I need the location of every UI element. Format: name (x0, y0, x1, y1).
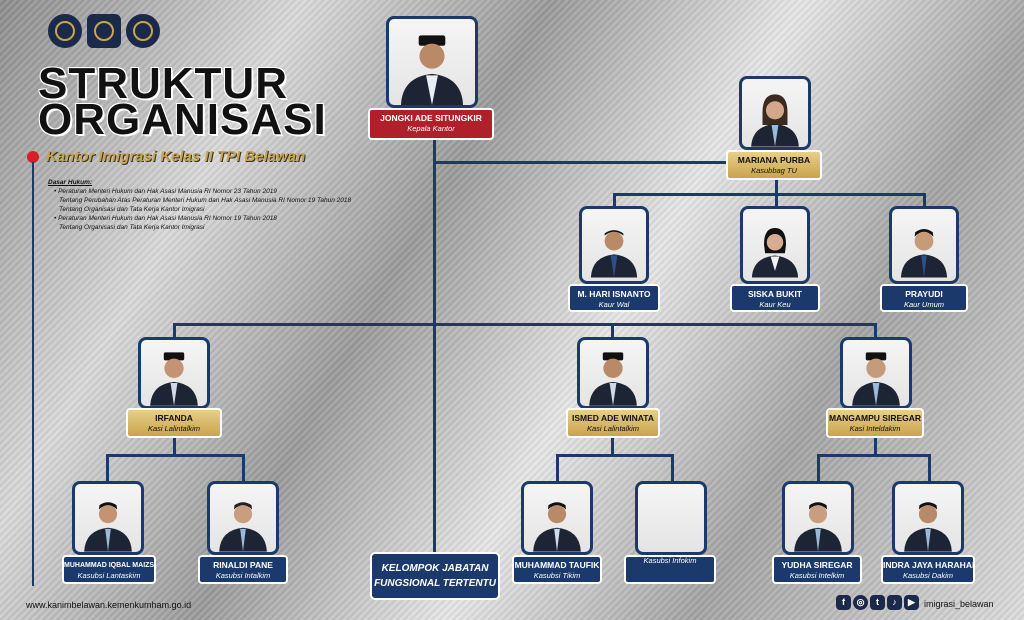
kepala-label: JONGKI ADE SITUNGKIR Kepala Kantor (368, 108, 494, 140)
portrait-avatar (138, 337, 210, 409)
person-name: PRAYUDI (905, 289, 943, 299)
office-subtitle: Kantor Imigrasi Kelas II TPI Belawan (46, 148, 306, 165)
person-role: Kasi Inteldakim (849, 424, 901, 433)
kasubsi-label: Kasubsi Infokim (624, 555, 716, 584)
legal-line: Tentang Organisasi dan Tata Kerja Kantor… (59, 206, 205, 213)
person-name: MUHAMMAD TAUFIK (514, 560, 600, 570)
person-role: Kasubsi Intalkim (215, 571, 271, 580)
decor-line (32, 162, 34, 586)
person-role: Kasi Lalintalkim (586, 424, 640, 433)
portrait-avatar (889, 206, 959, 284)
person-silhouette-icon (852, 352, 900, 406)
website-url[interactable]: www.kanimbelawan.kemenkumham.go.id (26, 600, 192, 610)
person-role: Kasubsi Tikim (533, 571, 581, 580)
person-silhouette-icon (533, 501, 581, 552)
portrait-avatar (72, 481, 144, 555)
kasubsi-label: RINALDI PANE Kasubsi Intalkim (198, 555, 288, 584)
person-role: Kaur Keu (759, 300, 791, 309)
legal-line: Tentang Organisasi dan Tata Kerja Kantor… (59, 224, 205, 231)
pengayoman-logo-icon (126, 14, 160, 48)
legal-line: • Peraturan Menteri Hukum dan Hak Asasi … (54, 188, 277, 195)
portrait-avatar (892, 481, 964, 555)
kaur-keu-label: SISKA BUKIT Kaur Keu (730, 284, 820, 312)
kasubsi-label: YUDHA SIREGAR Kasubsi Intelkim (772, 555, 862, 584)
portrait-avatar (577, 337, 649, 409)
person-name: SISKA BUKIT (748, 289, 802, 299)
person-name: ISMED ADE WINATA (571, 413, 654, 423)
legal-basis: Dasar Hukum: • Peraturan Menteri Hukum d… (48, 178, 408, 232)
fungsional-group-box: KELOMPOK JABATAN FUNGSIONAL TERTENTU (370, 552, 500, 600)
person-name: INDRA JAYA HARAHAP (883, 560, 975, 570)
person-name: MUHAMMAD IQBAL MAIZS (64, 562, 155, 569)
legal-line: Tentang Perubahan Atas Peraturan Menteri… (59, 197, 352, 204)
kemenkumham-logo-icon (48, 14, 82, 48)
person-role: Kaur Umum (903, 300, 944, 309)
portrait-avatar (521, 481, 593, 555)
person-name: M. HARI ISNANTO (577, 289, 651, 299)
person-silhouette-icon (219, 501, 267, 552)
kasubbag-label: MARIANA PURBA Kasubbag TU (726, 150, 822, 180)
fungsional-line2: FUNGSIONAL TERTENTU (374, 578, 496, 589)
person-name: IRFANDA (155, 413, 193, 423)
person-silhouette-icon (904, 501, 952, 552)
youtube-icon[interactable]: ▶ (904, 595, 919, 610)
person-silhouette-icon (794, 501, 842, 552)
imigrasi-logo-icon (87, 14, 121, 48)
person-role: Kasubsi Intelkim (789, 571, 845, 580)
portrait-avatar (782, 481, 854, 555)
person-name: YUDHA SIREGAR (781, 560, 853, 570)
portrait-avatar (579, 206, 649, 284)
page-title-line1: STRUKTUR (38, 59, 288, 108)
tiktok-icon[interactable]: ♪ (887, 595, 902, 610)
person-role: Kasubsi Infokim (643, 556, 697, 565)
person-role: Kasubbag TU (751, 166, 797, 175)
kasubsi-label: MUHAMMAD IQBAL MAIZS Kasubsi Lantaskim (62, 555, 156, 584)
person-name: JONGKI ADE SITUNGKIR (380, 113, 482, 123)
portrait-avatar (207, 481, 279, 555)
bullet-dot-icon (27, 151, 39, 163)
portrait-avatar (739, 76, 811, 150)
person-silhouette-icon (751, 93, 799, 147)
person-role: Kaur Wal (598, 300, 630, 309)
person-silhouette-icon (84, 501, 132, 552)
social-handle[interactable]: imigrasi_belawan (924, 599, 994, 609)
legal-line: • Peraturan Menteri Hukum dan Hak Asasi … (54, 215, 277, 222)
kasubsi-label: INDRA JAYA HARAHAP Kasubsi Dakim (881, 555, 975, 584)
kasi-label: ISMED ADE WINATA Kasi Lalintalkim (566, 408, 660, 438)
kasi-label: MANGAMPU SIREGAR Kasi Inteldakim (826, 408, 924, 438)
facebook-icon[interactable]: f (836, 595, 851, 610)
person-name: MARIANA PURBA (737, 155, 811, 165)
person-name: MANGAMPU SIREGAR (828, 413, 922, 423)
kaur-umum-label: PRAYUDI Kaur Umum (880, 284, 968, 312)
person-role: Kasubsi Dakim (902, 571, 954, 580)
portrait-avatar (386, 16, 478, 108)
kasubsi-label: MUHAMMAD TAUFIK Kasubsi Tikim (512, 555, 602, 584)
kaur-wal-label: M. HARI ISNANTO Kaur Wal (568, 284, 660, 312)
portrait-avatar-empty (635, 481, 707, 555)
person-role: Kepala Kantor (407, 124, 455, 133)
person-silhouette-icon (400, 35, 464, 105)
fungsional-line1: KELOMPOK JABATAN (381, 563, 489, 574)
twitter-icon[interactable]: t (870, 595, 885, 610)
page-title-line2: ORGANISASI (38, 95, 327, 144)
person-silhouette-icon (589, 352, 637, 406)
person-role: Kasi Lalintalkim (147, 424, 201, 433)
person-silhouette-icon (590, 230, 638, 278)
person-silhouette-icon (751, 228, 799, 278)
portrait-avatar (840, 337, 912, 409)
instagram-icon[interactable]: ◎ (853, 595, 868, 610)
legal-heading: Dasar Hukum: (48, 179, 93, 186)
person-name: RINALDI PANE (213, 560, 273, 570)
person-silhouette-icon (150, 352, 198, 406)
person-silhouette-icon (900, 229, 948, 278)
kasi-label: IRFANDA Kasi Lalintalkim (126, 408, 222, 438)
person-role: Kasubsi Lantaskim (77, 571, 141, 580)
portrait-avatar (740, 206, 810, 284)
